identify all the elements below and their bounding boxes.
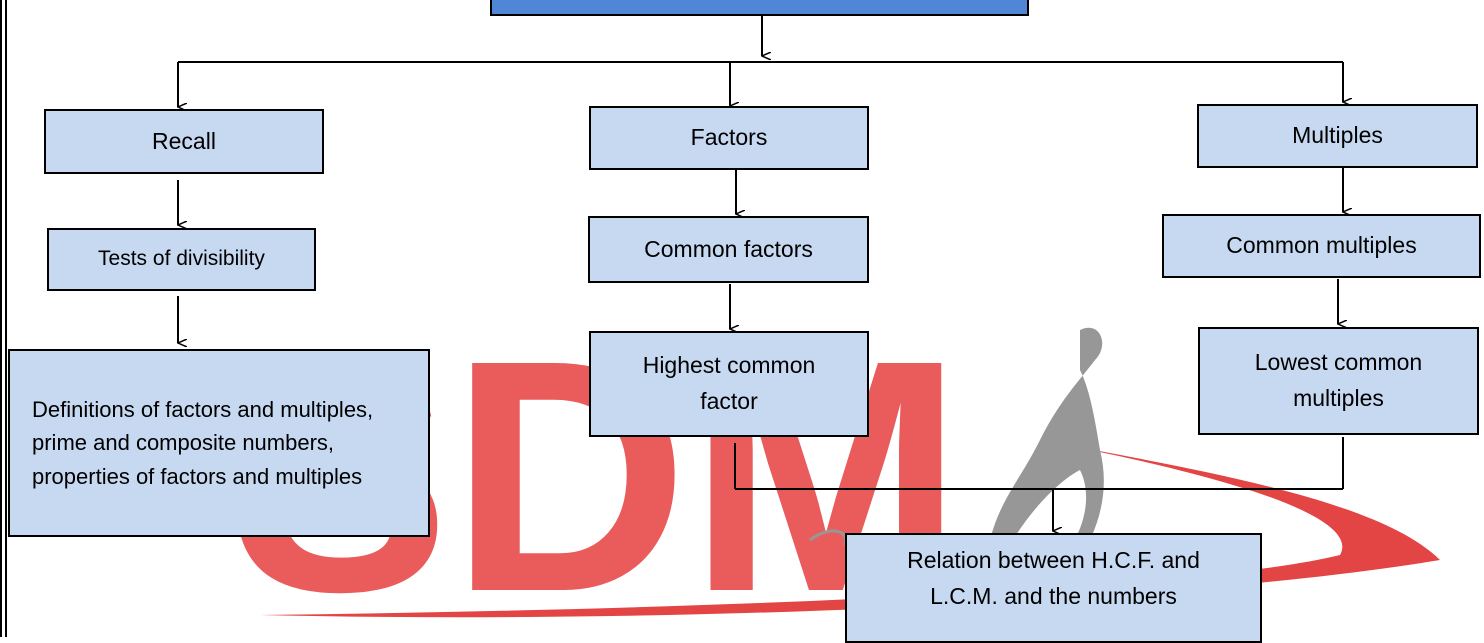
multiples-label: Multiples bbox=[1292, 122, 1383, 149]
highest-common-factor-box: Highest common factor bbox=[589, 331, 869, 437]
left-frame-rule-inner bbox=[5, 0, 7, 637]
common-factors-label: Common factors bbox=[644, 235, 813, 262]
tests-of-divisibility-label: Tests of divisibility bbox=[98, 247, 265, 271]
lowest-common-multiples-label: Lowest common multiples bbox=[1254, 349, 1423, 411]
factors-label: Factors bbox=[690, 124, 768, 151]
watermark-figure bbox=[990, 327, 1104, 565]
common-factors-box: Common factors bbox=[588, 216, 869, 283]
definitions-box: Definitions of factors and multiples, pr… bbox=[8, 349, 430, 537]
common-multiples-label: Common multiples bbox=[1226, 232, 1417, 259]
root-topic-box bbox=[490, 0, 1029, 16]
factors-box: Factors bbox=[589, 106, 869, 170]
definitions-label: Definitions of factors and multiples, pr… bbox=[32, 396, 374, 489]
relation-box: Relation between H.C.F. and L.C.M. and t… bbox=[845, 533, 1262, 643]
common-multiples-box: Common multiples bbox=[1162, 214, 1481, 278]
recall-label: Recall bbox=[152, 127, 216, 154]
multiples-box: Multiples bbox=[1197, 104, 1478, 168]
relation-label: Relation between H.C.F. and L.C.M. and t… bbox=[907, 547, 1200, 609]
tests-of-divisibility-box: Tests of divisibility bbox=[47, 228, 316, 291]
recall-box: Recall bbox=[44, 109, 324, 174]
left-frame-rule bbox=[0, 0, 2, 637]
highest-common-factor-label: Highest common factor bbox=[642, 352, 816, 414]
lowest-common-multiples-box: Lowest common multiples bbox=[1198, 327, 1479, 435]
